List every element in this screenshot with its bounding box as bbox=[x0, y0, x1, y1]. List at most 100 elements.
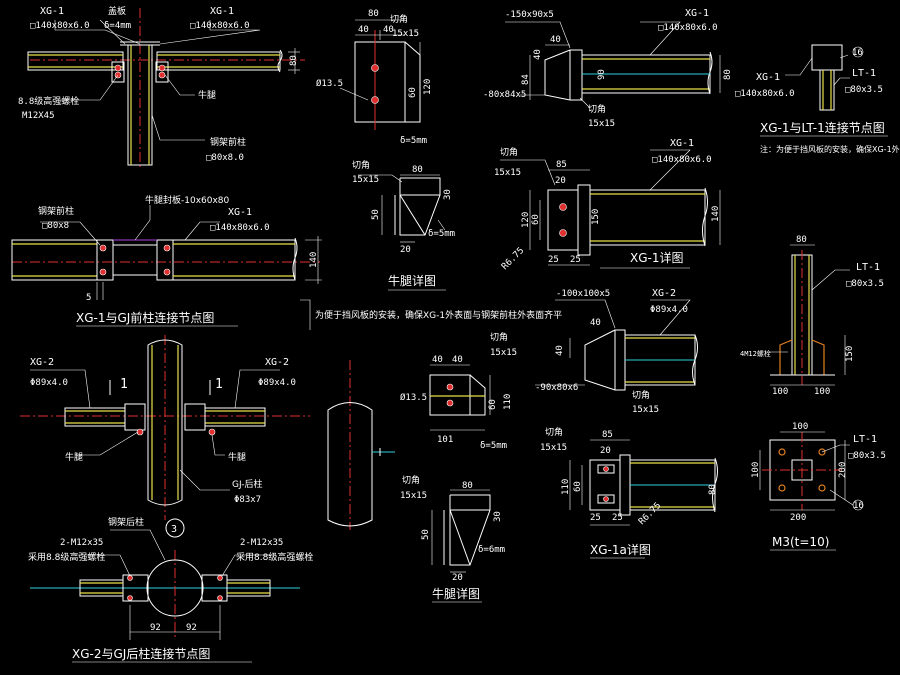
label-sec-80x35-o: □80x3.5 bbox=[848, 451, 886, 461]
dim-110-g: 110 bbox=[503, 394, 513, 410]
label-qiejiao-h: 切角 bbox=[402, 474, 420, 486]
dim-80-a: 80 bbox=[289, 55, 299, 66]
label-qiejiao-f: 切角 bbox=[352, 159, 370, 171]
panel-gusset-mid: 40 40 切角 15x15 Ø13.5 60 110 101 δ=5mm bbox=[400, 331, 517, 451]
note-lt1-1: 注：为便于挡风板的安装，确保XG-1外表面与LT-1外表面齐平。 bbox=[760, 144, 900, 154]
panel-xg1-gj-top: XG-1 □140x80x6.0 盖板 δ=4mm XG-1 □140x80x6… bbox=[18, 5, 305, 170]
dim-40-i2: 40 bbox=[533, 49, 543, 60]
dim-84-i: 84 bbox=[521, 74, 531, 85]
dim-101-g: 101 bbox=[437, 435, 453, 445]
dim-phi13-g: Ø13.5 bbox=[400, 392, 427, 403]
label-sec-tr: □140x80x6.0 bbox=[190, 21, 250, 31]
dim-85-j: 85 bbox=[556, 160, 567, 170]
panel-niutui-detail-2: 80 切角 15x15 50 30 20 δ=6mm 牛腿详图 bbox=[400, 474, 505, 603]
dim-92-l: 92 bbox=[150, 623, 161, 633]
dim-40-k2: 40 bbox=[555, 345, 565, 356]
dim-60-l: 60 bbox=[573, 481, 583, 492]
callout-16-m: 16 bbox=[852, 48, 863, 58]
label-xg1-i: XG-1 bbox=[685, 8, 709, 19]
label-m12-bolt: 4M12螺栓 bbox=[740, 349, 771, 358]
panel-xg1-endplate: -150x90x5 XG-1 □140x80x6.0 40 84 40 90 8… bbox=[483, 8, 733, 129]
title-m3: M3(t=10) bbox=[772, 535, 829, 549]
dim-80-n: 80 bbox=[796, 235, 807, 245]
label-delta4: δ=4mm bbox=[104, 21, 131, 31]
dim-40-k1: 40 bbox=[590, 318, 601, 328]
title-xg2-gj-rear: XG-2与GJ后柱连接节点图 bbox=[72, 646, 210, 661]
dim-150-n: 150 bbox=[845, 346, 855, 362]
label-sec-83x7: Φ83x7 bbox=[234, 495, 261, 505]
dim-30-h: 30 bbox=[493, 511, 503, 522]
dim-15x15-h: 15x15 bbox=[400, 491, 427, 501]
dim-5-b: 5 bbox=[86, 293, 91, 303]
dim-80-l: 80 bbox=[708, 484, 718, 495]
label-qiejiao-j: 切角 bbox=[500, 146, 518, 158]
dim-25-j1: 25 bbox=[548, 255, 559, 265]
dim-85-l: 85 bbox=[602, 430, 613, 440]
dim-25-j2: 25 bbox=[570, 255, 581, 265]
dim-80-e: 80 bbox=[368, 9, 379, 19]
dim-60-j: 60 bbox=[531, 214, 541, 225]
note-xg1-gj: 为便于挡风板的安装，确保XG-1外表面与钢架前柱外表面齐平 bbox=[315, 309, 562, 321]
label-bolt-2m12-l: 2-M12x35 bbox=[60, 538, 103, 548]
label-qiejiao-k: 切角 bbox=[632, 389, 650, 401]
label-gaiban: 盖板 bbox=[108, 5, 126, 17]
dim-25-l2: 25 bbox=[612, 513, 623, 523]
label-sec-80x35-m: □80x3.5 bbox=[845, 85, 883, 95]
dim-phi13-e: Ø13.5 bbox=[316, 78, 343, 89]
panel-m3-plate: 100 100 200 200 LT-1 □80x3.5 16 M3(t=10) bbox=[751, 422, 886, 551]
dim-50-h: 50 bbox=[421, 529, 431, 540]
label-xg1-j: XG-1 bbox=[670, 138, 694, 149]
delta6-h: δ=6mm bbox=[478, 545, 505, 555]
label-lt1-o: LT-1 bbox=[853, 434, 877, 445]
label-sec-150x90x5: -150x90x5 bbox=[505, 10, 554, 20]
dim-80-i: 80 bbox=[723, 69, 733, 80]
label-bolt-use-l: 采用8.8级高强螺栓 bbox=[28, 551, 105, 563]
label-xg2-k: XG-2 bbox=[652, 288, 676, 299]
label-sec-90x80x6: -90x80x6 bbox=[535, 383, 578, 393]
dim-140-j: 140 bbox=[711, 206, 721, 222]
label-lt1-m: LT-1 bbox=[852, 68, 876, 79]
panel-niutui-detail-1: 80 切角 15x15 50 30 20 δ=5mm 牛腿详图 bbox=[352, 159, 455, 291]
label-sec-89-l: Φ89x4.0 bbox=[30, 378, 68, 388]
dim-100-n1: 100 bbox=[772, 387, 788, 397]
dim-15x15-g: 15x15 bbox=[490, 348, 517, 358]
label-sec-89-r: Φ89x4.0 bbox=[258, 378, 296, 388]
dim-15x15-f: 15x15 bbox=[352, 175, 379, 185]
dim-120-j: 120 bbox=[521, 212, 531, 228]
label-niutui-c2: 牛腿 bbox=[228, 451, 246, 463]
dim-20-l: 20 bbox=[600, 446, 611, 456]
label-sec-j: □140x80x6.0 bbox=[652, 155, 712, 165]
label-gangjia-qianzhu2: 钢架前柱 bbox=[38, 205, 74, 217]
label-bolt-grade: 8.8级高强螺栓 bbox=[18, 95, 79, 107]
section-mark-1-r: 1 bbox=[215, 377, 223, 392]
label-m12x45: M12X45 bbox=[22, 111, 55, 121]
dim-20-j: 20 bbox=[555, 176, 566, 186]
dim-92-r: 92 bbox=[186, 623, 197, 633]
dim-100-o2: 100 bbox=[751, 462, 761, 478]
panel-gusset-top: 80 40 40 切角 15x15 Ø13.5 60 120 δ=5mm bbox=[316, 9, 433, 146]
dim-80-h: 80 bbox=[462, 481, 473, 491]
label-sec-80x35-n: □80x3.5 bbox=[846, 279, 884, 289]
dim-140-b: 140 bbox=[309, 252, 319, 268]
title-xg1-lt1: XG-1与LT-1连接节点图 bbox=[760, 120, 885, 135]
panel-lt1-elev: 80 LT-1 □80x3.5 4M12螺栓 150 100 100 bbox=[740, 235, 884, 397]
label-xg2-r: XG-2 bbox=[265, 357, 289, 368]
delta5-e: δ=5mm bbox=[400, 136, 427, 146]
dim-100-n2: 100 bbox=[814, 387, 830, 397]
panel-xg1-lt1: 16 XG-1 □140x80x6.0 LT-1 □80x3.5 XG-1与LT… bbox=[735, 44, 900, 154]
label-sec-80x8: □80x8 bbox=[42, 221, 69, 231]
title-xg1-gj-front: XG-1与GJ前柱连接节点图 bbox=[76, 310, 214, 325]
dim-20-f: 20 bbox=[400, 245, 411, 255]
label-gangjia-houzhu: 钢架后柱 bbox=[108, 516, 144, 528]
label-xg1-m: XG-1 bbox=[756, 72, 780, 83]
panel-xg1-gj-elev: 钢架前柱 □80x8 牛腿封板-10x60x80 XG-1 □140x80x6.… bbox=[11, 194, 562, 330]
dim-60-g: 60 bbox=[488, 399, 498, 410]
label-sec-tl: □140x80x6.0 bbox=[30, 21, 90, 31]
label-qiejiao-i: 切角 bbox=[588, 103, 606, 115]
dim-200-o2: 200 bbox=[790, 513, 806, 523]
dim-15x15-l: 15x15 bbox=[540, 443, 567, 453]
dim-200-o1: 200 bbox=[838, 462, 848, 478]
panel-xg2-endplate: -100x100x5 XG-2 Φ89x4.0 40 40 -90x80x6 切… bbox=[535, 288, 698, 415]
dim-40-i: 40 bbox=[550, 35, 561, 45]
